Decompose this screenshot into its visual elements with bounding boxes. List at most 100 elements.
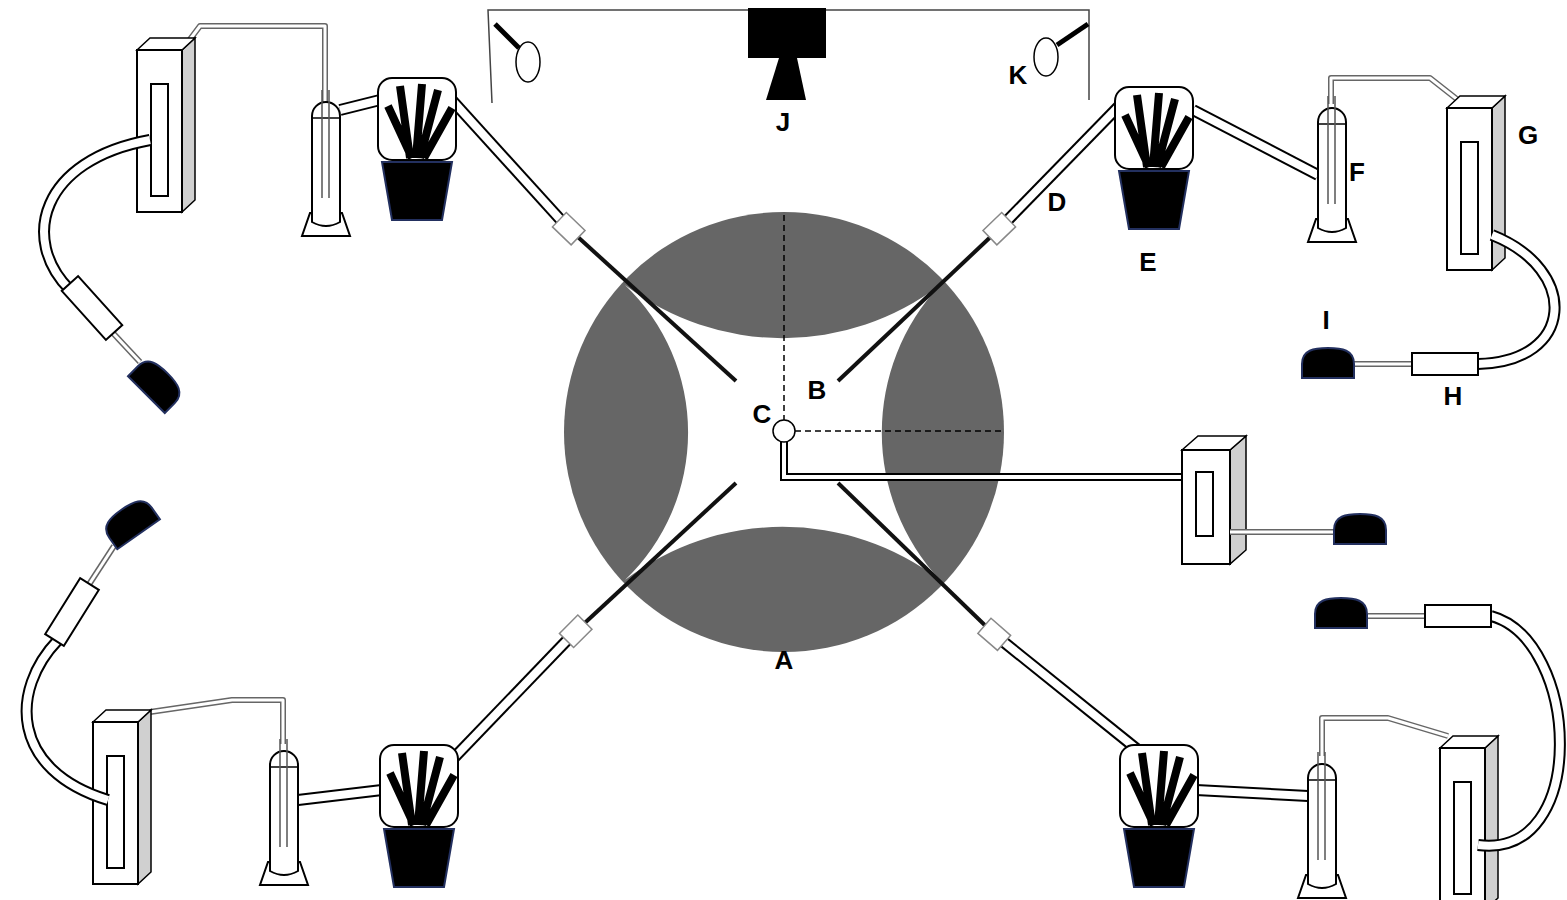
gas-station-part	[45, 578, 99, 646]
gas-station-part	[1196, 790, 1308, 796]
callout-letter: E	[1139, 249, 1156, 275]
callout-letter: K	[1009, 62, 1028, 88]
nozzle-part	[838, 228, 1000, 381]
callout-letter: J	[776, 109, 790, 135]
gas-station-part	[1302, 348, 1354, 378]
gas-station-part	[1368, 615, 1425, 618]
camera-part	[748, 8, 826, 58]
gas-station-part	[1196, 790, 1308, 796]
lamp-part	[1057, 24, 1088, 45]
gas-station-part	[1331, 78, 1458, 104]
gas-station-part	[88, 546, 114, 586]
callout-letter: A	[775, 647, 794, 673]
gas-station-part	[340, 100, 380, 110]
gas-station-part	[1315, 598, 1367, 628]
callout-letter: C	[753, 401, 772, 427]
callout-letter: I	[1322, 307, 1329, 333]
gas-station-part	[340, 100, 380, 110]
axis-line	[784, 215, 1005, 431]
nozzle-part	[450, 98, 568, 228]
lamp-part	[495, 24, 519, 48]
nozzle-part	[559, 615, 592, 648]
probe-part	[773, 420, 795, 442]
gas-station-part	[112, 332, 140, 362]
callout-letter: B	[808, 377, 827, 403]
nozzle-part	[575, 483, 736, 632]
callout-letter: H	[1444, 383, 1463, 409]
nozzle-part	[450, 632, 575, 762]
camera-part	[766, 58, 806, 100]
gas-station	[1120, 598, 1560, 900]
camera	[748, 8, 826, 100]
gas-station-part	[150, 700, 283, 744]
gas-station-part	[128, 355, 186, 413]
gas-station-part	[1447, 96, 1505, 270]
gas-station-part	[298, 790, 382, 800]
gas-station-part	[378, 78, 456, 220]
probe-part	[1196, 472, 1213, 536]
gas-station-part	[1322, 718, 1448, 756]
callout-letter: G	[1518, 122, 1538, 148]
gas-station-part	[1440, 736, 1498, 900]
nozzle-part	[450, 98, 568, 228]
gas-station-part	[1308, 96, 1356, 242]
gas-station-part	[185, 26, 325, 102]
gas-station-part	[1193, 110, 1318, 175]
gas-station-part	[100, 495, 160, 549]
gas-station	[1115, 78, 1555, 378]
axis-line-part	[784, 215, 1005, 431]
chamber	[564, 212, 1004, 652]
gas-station-part	[1193, 110, 1318, 175]
probe-part	[1230, 436, 1246, 564]
lamp-part	[516, 42, 540, 82]
gas-station-part	[1115, 87, 1193, 229]
nozzle-part	[552, 212, 585, 244]
nozzle-part	[983, 212, 1016, 244]
probe-part	[1230, 531, 1336, 534]
gas-station-part	[302, 90, 350, 236]
nozzle-part	[978, 618, 1011, 650]
gas-station	[27, 495, 458, 887]
gas-station-part	[88, 546, 114, 586]
nozzle-part	[568, 228, 736, 381]
gas-station-part	[1478, 235, 1555, 364]
gas-station-part	[1354, 361, 1412, 367]
probe-part	[1182, 450, 1230, 564]
nozzle-part	[995, 635, 1138, 750]
gas-station-part	[44, 140, 150, 290]
callout-letter: D	[1048, 189, 1067, 215]
gas-station-part	[298, 790, 382, 800]
gas-station-part	[1322, 718, 1448, 756]
gas-station-part	[1412, 353, 1478, 375]
gas-station-part	[44, 140, 150, 290]
nozzle-part	[1000, 103, 1122, 228]
lamp	[495, 24, 1088, 82]
gas-station-part	[380, 745, 458, 887]
gas-station-part	[137, 38, 195, 212]
gas-station-part	[150, 700, 283, 744]
gas-station-part	[185, 26, 325, 102]
probe-part	[1334, 514, 1386, 544]
probe-part	[1182, 436, 1246, 450]
gas-station-part	[27, 640, 108, 800]
gas-station-part	[1120, 745, 1198, 887]
gas-station-part	[1354, 363, 1412, 366]
chamber-part	[564, 212, 1004, 652]
gas-station-part	[27, 640, 108, 800]
gas-station-part	[112, 332, 140, 362]
nozzle-part	[1000, 103, 1122, 228]
callout-letter: F	[1349, 159, 1365, 185]
nozzle-part	[995, 635, 1138, 750]
probe	[773, 420, 1386, 564]
nozzle-part	[450, 632, 575, 762]
gas-station-part	[1478, 616, 1560, 846]
gas-station-part	[1478, 235, 1555, 364]
gas-station-part	[1331, 78, 1458, 104]
probe-part	[1230, 529, 1336, 535]
gas-station-part	[1425, 605, 1491, 627]
nozzle-part	[838, 483, 995, 635]
gas-station-part	[1368, 613, 1425, 619]
gas-station-part	[62, 276, 123, 340]
